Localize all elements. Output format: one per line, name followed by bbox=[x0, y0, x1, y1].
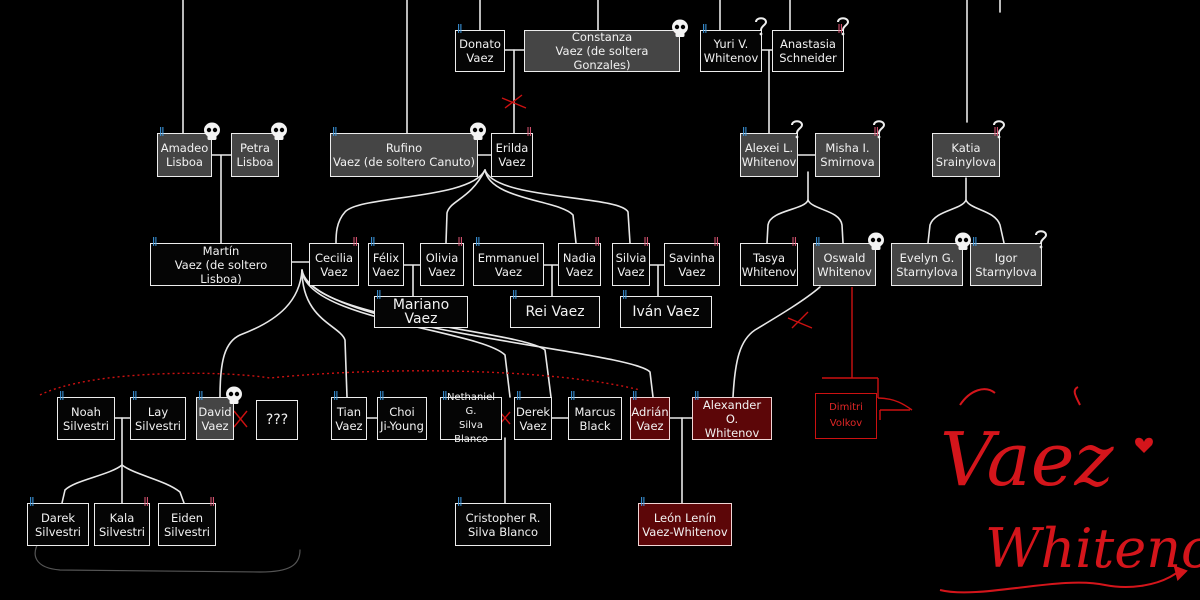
skull-icon bbox=[672, 19, 688, 37]
person-tasya-whitenov[interactable]: ||Tasya Whitenov bbox=[740, 238, 798, 286]
ancestor-line bbox=[182, 0, 968, 134]
descent-line bbox=[301, 269, 348, 398]
person-ivan-vaez[interactable]: ||Iván Vaez bbox=[620, 291, 712, 328]
skull-icon bbox=[204, 122, 220, 140]
person-felix-vaez[interactable]: ||Félix Vaez bbox=[368, 238, 404, 286]
person-petra-lisboa[interactable]: ||Petra Lisboa bbox=[231, 122, 287, 177]
descent-line bbox=[403, 264, 421, 297]
logo-tail-arrow bbox=[1173, 565, 1188, 581]
person-eiden-silvestri[interactable]: ||Eiden Silvestri bbox=[158, 498, 216, 546]
person-erilda-vaez[interactable]: ||Erilda Vaez bbox=[491, 128, 533, 177]
descent-line bbox=[965, 199, 1005, 244]
person-igor-starnylova[interactable]: ||Igor Starnylova bbox=[970, 230, 1048, 286]
heart-icon bbox=[1135, 437, 1153, 453]
question-mark-icon bbox=[1035, 230, 1048, 249]
divorce-cross bbox=[233, 410, 248, 428]
descent-line bbox=[335, 169, 486, 244]
person-anastasia-schneider[interactable]: ||Anastasia Schneider bbox=[772, 17, 850, 72]
descent-line bbox=[301, 269, 511, 398]
skull-icon bbox=[868, 232, 884, 250]
descent-line bbox=[761, 49, 773, 134]
person-tian-vaez[interactable]: ||Tian Vaez bbox=[331, 392, 367, 440]
vaez-whitenov-logo: Vaez Whitenov bbox=[939, 386, 1200, 594]
descent-line bbox=[211, 154, 232, 244]
person-martin-vaez[interactable]: ||Martín Vaez (de soltero Lisboa) bbox=[150, 238, 292, 286]
person-marcus-black[interactable]: ||Marcus Black bbox=[568, 392, 622, 440]
descent-line bbox=[484, 169, 577, 244]
person-yuri-whitenov[interactable]: ||Yuri V. Whitenov bbox=[700, 17, 768, 72]
question-mark-icon bbox=[791, 120, 804, 139]
person-dimitri-volkov[interactable]: Dimitri Volkov bbox=[815, 393, 877, 439]
ancestor-line bbox=[479, 0, 1001, 31]
person-choi-ji-young[interactable]: ||Choi Ji-Young bbox=[377, 392, 427, 440]
logo-line1: Vaez bbox=[940, 417, 1115, 503]
person-cristopher-silva-blanco[interactable]: ||Cristopher R. Silva Blanco bbox=[455, 498, 551, 546]
person-rei-vaez[interactable]: ||Rei Vaez bbox=[510, 291, 600, 328]
person-katia-srainylova[interactable]: ||Katia Srainylova bbox=[932, 120, 1006, 177]
person-silvia-vaez[interactable]: ||Silvia Vaez bbox=[612, 238, 650, 286]
logo-tail-swash bbox=[939, 570, 1181, 594]
person-amadeo-lisboa[interactable]: ||Amadeo Lisboa bbox=[157, 122, 220, 177]
question-mark-icon bbox=[873, 120, 886, 139]
skull-icon bbox=[470, 122, 486, 140]
person-donato-vaez[interactable]: ||Donato Vaez bbox=[455, 25, 505, 72]
descent-line bbox=[649, 264, 665, 297]
descent-line bbox=[484, 169, 631, 244]
person-darek-silvestri[interactable]: ||Darek Silvestri bbox=[27, 498, 89, 546]
person-misha-smirnova[interactable]: ||Misha I. Smirnova bbox=[815, 120, 886, 177]
person-adrian-vaez[interactable]: ||Adrián Vaez bbox=[630, 392, 670, 440]
person-emmanuel-vaez[interactable]: ||Emmanuel Vaez bbox=[473, 238, 544, 286]
question-mark-icon bbox=[837, 17, 850, 36]
logo-line2: Whitenov bbox=[985, 517, 1200, 580]
person-alexander-whitenov[interactable]: ||Alexander O. Whitenov bbox=[692, 392, 772, 440]
question-mark-icon bbox=[993, 120, 1006, 139]
descent-line bbox=[766, 171, 809, 244]
person-rufino-vaez[interactable]: ||Rufino Vaez (de soltero Canuto) bbox=[330, 122, 486, 177]
person-leon-vaez-whitenov[interactable]: ||León Lenín Vaez-Whitenov bbox=[638, 498, 732, 546]
descent-line bbox=[121, 464, 185, 504]
person-oswald-whitenov[interactable]: ||Oswald Whitenov bbox=[813, 232, 884, 286]
descent-line bbox=[807, 199, 844, 244]
descent-line bbox=[445, 169, 486, 244]
skull-icon bbox=[271, 122, 287, 140]
person-olivia-vaez[interactable]: ||Olivia Vaez bbox=[420, 238, 464, 286]
person-evelyn-starnylova[interactable]: ||Evelyn G. Starnylova bbox=[891, 232, 971, 286]
person-nadia-vaez[interactable]: ||Nadia Vaez bbox=[558, 238, 601, 286]
person-david-vaez[interactable]: ||David Vaez bbox=[196, 386, 242, 440]
person-mariano-vaez[interactable]: ||Mariano Vaez bbox=[374, 291, 468, 328]
descent-line bbox=[732, 286, 821, 398]
logo-horn-swash bbox=[1073, 386, 1081, 406]
faint-loop-line bbox=[34, 539, 301, 573]
person-cecilia-vaez[interactable]: ||Cecilia Vaez bbox=[309, 238, 359, 286]
person-lay-silvestri[interactable]: ||Lay Silvestri bbox=[130, 392, 186, 440]
question-mark-icon bbox=[755, 17, 768, 36]
descent-line bbox=[543, 264, 559, 297]
descent-line bbox=[301, 269, 654, 398]
person-alexei-whitenov[interactable]: ||Alexei L. Whitenov bbox=[740, 120, 804, 177]
dimitri-link-line bbox=[822, 377, 913, 411]
person-nethaniel-silva-blanco[interactable]: ||Nethaniel G. Silva Blanco bbox=[440, 392, 502, 445]
person-derek-vaez[interactable]: ||Derek Vaez bbox=[514, 392, 552, 440]
descent-line bbox=[219, 269, 303, 398]
person-savinha-vaez[interactable]: ||Savinha Vaez bbox=[664, 238, 720, 286]
logo-horn-swash bbox=[959, 388, 996, 406]
person-noah-silvestri[interactable]: ||Noah Silvestri bbox=[57, 392, 115, 440]
person-unknown[interactable]: ??? bbox=[256, 400, 298, 440]
skull-icon bbox=[226, 386, 242, 404]
descent-line bbox=[61, 464, 123, 504]
skull-icon bbox=[955, 232, 971, 250]
person-kala-silvestri[interactable]: ||Kala Silvestri bbox=[94, 498, 150, 546]
divorce-cross bbox=[501, 94, 527, 109]
person-constanza-vaez[interactable]: ||Constanza Vaez (de soltera Gonzales) bbox=[524, 19, 688, 72]
divorce-cross bbox=[787, 311, 813, 329]
